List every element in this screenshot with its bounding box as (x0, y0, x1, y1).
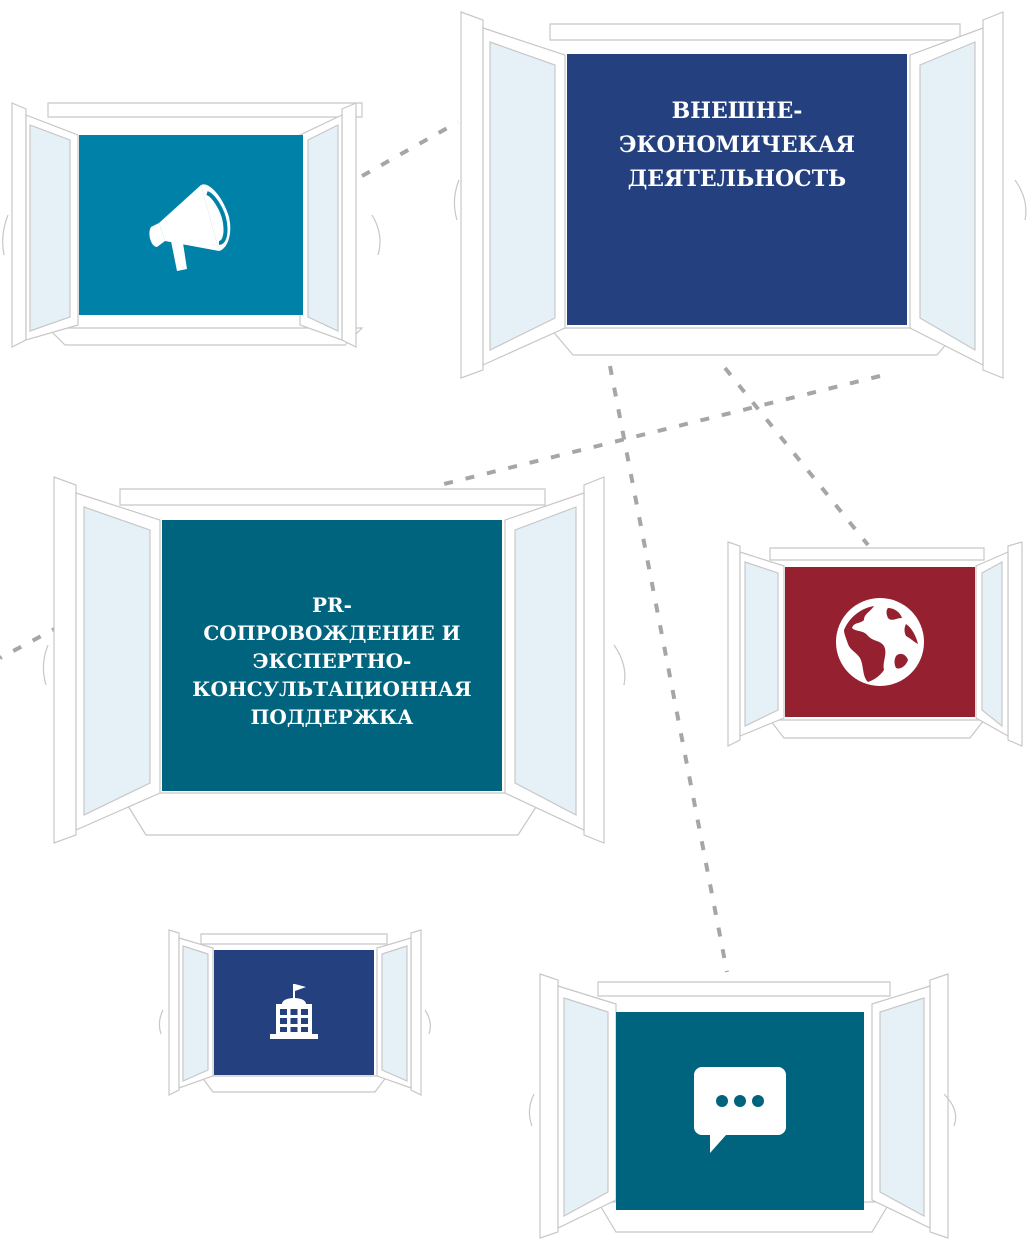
window-government (155, 928, 435, 1098)
window-foreign-trade: ВНЕШНЕ- ЭКОНОМИЧЕКАЯ ДЕЯТЕЛЬНОСТЬ (453, 10, 1030, 382)
window-communication (528, 970, 960, 1242)
government-building-icon (270, 983, 318, 1039)
foreign-trade-title: ВНЕШНЕ- ЭКОНОМИЧЕКАЯ ДЕЯТЕЛЬНОСТЬ (619, 97, 855, 192)
window-international (722, 540, 1030, 750)
connector-megaphone-to-main (361, 120, 459, 178)
chat-bubble-icon (694, 1067, 786, 1153)
window-frame (2, 102, 381, 348)
government-pane[interactable] (214, 950, 374, 1075)
window-pr-support: PR- СОПРОВОЖДЕНИЕ И ЭКСПЕРТНО- КОНСУЛЬТА… (40, 475, 630, 845)
globe-icon (836, 598, 924, 686)
pr-support-pane[interactable]: PR- СОПРОВОЖДЕНИЕ И ЭКСПЕРТНО- КОНСУЛЬТА… (162, 520, 502, 791)
foreign-trade-pane[interactable]: ВНЕШНЕ- ЭКОНОМИЧЕКАЯ ДЕЯТЕЛЬНОСТЬ (567, 54, 907, 325)
window-frame (453, 11, 1027, 379)
megaphone-icon (149, 184, 231, 271)
international-pane[interactable] (785, 567, 975, 717)
window-frame (528, 973, 957, 1239)
window-frame (727, 541, 1023, 747)
connector-main-to-chat (608, 365, 729, 973)
communication-pane[interactable] (616, 1012, 864, 1210)
window-frame (42, 476, 626, 844)
window-frame (158, 929, 431, 1096)
connector-main-to-pr-diagonal (431, 374, 881, 489)
announcements-pane[interactable] (79, 135, 303, 315)
window-announcements (0, 95, 381, 355)
pr-support-title: PR- СОПРОВОЖДЕНИЕ И ЭКСПЕРТНО- КОНСУЛЬТА… (192, 592, 472, 729)
connector-main-to-globe (723, 366, 870, 547)
